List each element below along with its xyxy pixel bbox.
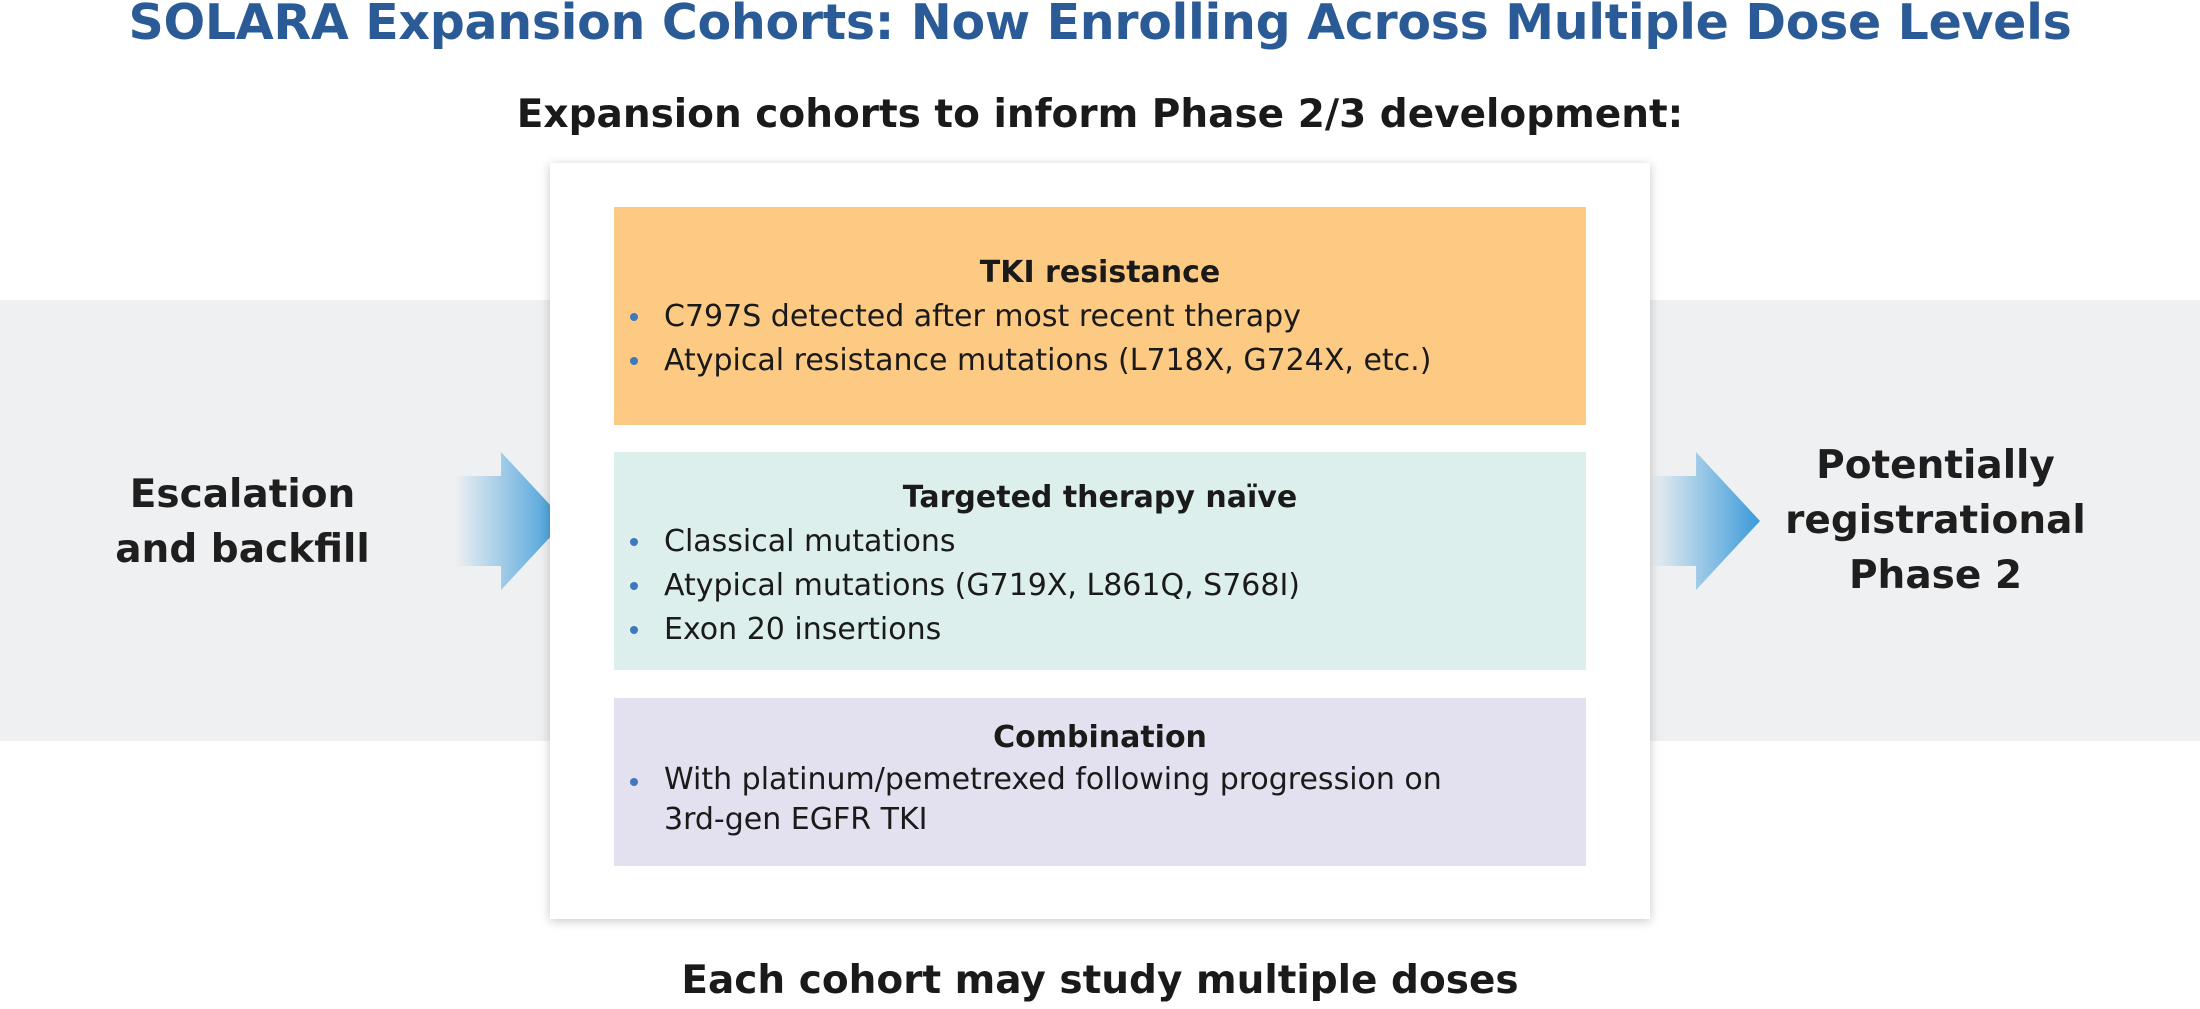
bullet-icon — [630, 626, 638, 634]
slide-subtitle: Expansion cohorts to inform Phase 2/3 de… — [516, 92, 1684, 137]
list-item: Classical mutations — [614, 520, 1586, 564]
right-arrow-icon — [455, 452, 565, 590]
cohort-combination: Combination With platinum/pemetrexed fol… — [614, 698, 1586, 866]
list-item: Exon 20 insertions — [614, 608, 1586, 652]
left-stage-label: Escalation and backfill — [115, 472, 370, 572]
slide-title: SOLARA Expansion Cohorts: Now Enrolling … — [128, 0, 2072, 51]
list-item: With platinum/pemetrexed following progr… — [614, 760, 1494, 840]
list-item: Atypical mutations (G719X, L861Q, S768I) — [614, 564, 1586, 608]
bullet-icon — [630, 313, 638, 321]
cohort-targeted-therapy-naive: Targeted therapy naïve Classical mutatio… — [614, 452, 1586, 670]
right-stage-label: Potentially registrational Phase 2 — [1785, 443, 2086, 598]
cohort-title: Combination — [993, 720, 1207, 755]
right-arrow-icon — [1650, 452, 1760, 590]
slide-footer: Each cohort may study multiple doses — [681, 958, 1519, 1003]
cohort-bullets: C797S detected after most recent therapy… — [630, 295, 1586, 383]
cohort-bullets: With platinum/pemetrexed following progr… — [630, 760, 1586, 840]
list-item: Atypical resistance mutations (L718X, G7… — [614, 339, 1586, 383]
cohort-title: Targeted therapy naïve — [902, 480, 1298, 515]
bullet-icon — [630, 582, 638, 590]
cohort-bullets: Classical mutations Atypical mutations (… — [630, 520, 1586, 652]
bullet-icon — [630, 778, 638, 786]
cohort-tki-resistance: TKI resistance C797S detected after most… — [614, 207, 1586, 425]
cohorts-card: TKI resistance C797S detected after most… — [550, 163, 1650, 919]
bullet-icon — [630, 357, 638, 365]
cohort-title: TKI resistance — [979, 255, 1221, 290]
list-item: C797S detected after most recent therapy — [614, 295, 1586, 339]
bullet-icon — [630, 538, 638, 546]
